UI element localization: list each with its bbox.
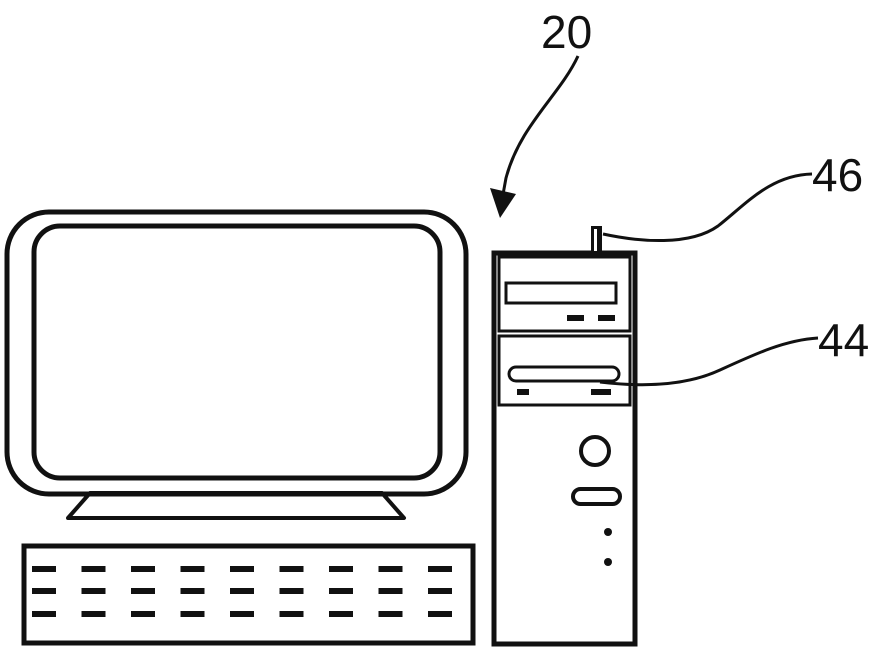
keyboard-key <box>280 611 304 617</box>
keyboard-key <box>379 611 403 617</box>
keyboard-key <box>131 611 155 617</box>
keyboard-key <box>230 566 254 572</box>
keyboard-key <box>379 566 403 572</box>
tower-case <box>494 253 635 644</box>
keyboard-key <box>379 588 403 594</box>
keyboard-key <box>329 611 353 617</box>
keyboard-key <box>32 588 56 594</box>
indicator-dot-1 <box>604 528 612 536</box>
monitor-bezel <box>7 212 466 494</box>
leader-46 <box>603 174 812 241</box>
indicator-dot-2 <box>604 558 612 566</box>
optical-drive-slot <box>506 283 616 303</box>
arrow-20-head <box>490 188 516 218</box>
keyboard-key <box>230 588 254 594</box>
arrow-20-shaft <box>502 56 578 200</box>
keyboard-key <box>181 588 205 594</box>
monitor <box>7 212 466 518</box>
card-reader-led <box>517 389 529 395</box>
keyboard-key <box>82 588 106 594</box>
power-button <box>581 437 609 465</box>
keyboard-key <box>82 611 106 617</box>
keyboard-key <box>32 611 56 617</box>
card-reader-button <box>591 389 611 395</box>
drive-button-1 <box>567 315 584 321</box>
label-44: 44 <box>818 314 869 366</box>
keyboard-key <box>230 611 254 617</box>
keyboard-key <box>82 566 106 572</box>
label-46: 46 <box>812 149 863 201</box>
keyboard-key <box>329 588 353 594</box>
keyboard-key <box>181 566 205 572</box>
monitor-stand <box>68 493 404 518</box>
antenna-highlight <box>594 229 597 251</box>
keyboard-key <box>428 588 452 594</box>
keyboard-key <box>181 611 205 617</box>
card-reader-slot <box>509 367 619 381</box>
keyboard-key <box>131 588 155 594</box>
keyboard-key <box>131 566 155 572</box>
computer-tower <box>494 226 635 644</box>
keyboard-key <box>428 611 452 617</box>
keyboard <box>24 546 473 643</box>
keyboard-key <box>32 566 56 572</box>
keyboard-body <box>24 546 473 643</box>
keyboard-key <box>280 588 304 594</box>
keyboard-key <box>329 566 353 572</box>
monitor-screen <box>34 226 440 478</box>
keyboard-keys <box>32 566 452 617</box>
keyboard-key <box>428 566 452 572</box>
label-20: 20 <box>541 6 592 58</box>
reset-button <box>573 489 620 504</box>
drive-button-2 <box>598 315 615 321</box>
keyboard-key <box>280 566 304 572</box>
